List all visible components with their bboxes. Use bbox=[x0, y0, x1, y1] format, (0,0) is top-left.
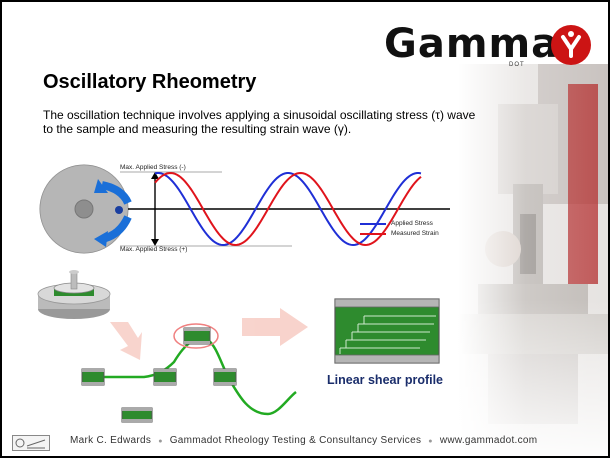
footer-author: Mark C. Edwards bbox=[70, 435, 152, 446]
max-stress-neg-label: Max. Applied Stress (-) bbox=[120, 164, 186, 171]
sample-block bbox=[121, 407, 153, 423]
footer-url[interactable]: www.gammadot.com bbox=[439, 435, 538, 446]
max-stress-pos-label: Max. Applied Stress (+) bbox=[120, 246, 188, 253]
measured-strain-wave bbox=[154, 172, 422, 246]
footer-company: Gammadot Rheology Testing & Consultancy … bbox=[169, 435, 422, 446]
page-title: Oscillatory Rheometry bbox=[43, 71, 257, 93]
logo-wordmark: Gamma bbox=[384, 21, 560, 67]
sample-block bbox=[213, 368, 237, 386]
shear-diagram bbox=[37, 270, 440, 423]
legend-stress-label: Applied Stress bbox=[391, 220, 433, 227]
lab-photo bbox=[458, 64, 608, 456]
footer: Mark C. Edwards●Gammadot Rheology Testin… bbox=[2, 433, 608, 453]
sample-stage-icon bbox=[37, 270, 111, 319]
sample-block bbox=[81, 368, 105, 386]
logo-subtext: DOT bbox=[509, 62, 525, 68]
flow-arrow-icon bbox=[110, 322, 142, 360]
gamma-logo: Gamma DOT bbox=[384, 22, 599, 72]
flow-arrow-icon bbox=[242, 308, 308, 346]
sample-block bbox=[173, 323, 219, 349]
legend-strain-label: Measured Strain bbox=[391, 230, 439, 237]
description-text: The oscillation technique involves apply… bbox=[43, 108, 476, 136]
footer-text: Mark C. Edwards●Gammadot Rheology Testin… bbox=[70, 435, 538, 446]
shear-profile-label: Linear shear profile bbox=[327, 373, 444, 387]
rotation-arrow-icon bbox=[94, 179, 132, 247]
logo-stamp-icon bbox=[12, 435, 50, 451]
sample-block bbox=[153, 368, 177, 386]
shear-profile-block bbox=[334, 298, 440, 364]
wave-diagram bbox=[39, 164, 450, 254]
gamma-symbol-icon bbox=[551, 25, 591, 65]
